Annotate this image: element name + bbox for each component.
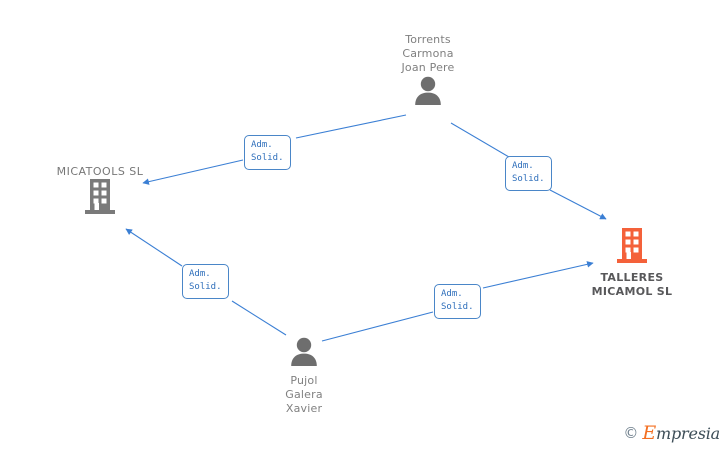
edge-torrents-micatools[interactable] xyxy=(142,114,407,185)
node-company-talleres[interactable]: TALLERES MICAMOL SL xyxy=(577,228,687,299)
edge-pujol-micatools[interactable] xyxy=(125,228,287,336)
node-company-micatools[interactable]: MICATOOLS SL xyxy=(45,165,155,219)
node-label-torrents: Torrents Carmona Joan Pere xyxy=(401,33,455,74)
edge-label-torrents-talleres[interactable]: Adm. Solid. xyxy=(505,156,552,191)
edge-torrents-talleres[interactable] xyxy=(450,122,607,220)
edge-pujol-talleres[interactable] xyxy=(321,261,594,342)
node-person-pujol[interactable]: Pujol Galera Xavier xyxy=(269,336,339,416)
node-label-pujol: Pujol Galera Xavier xyxy=(285,374,323,415)
edge-label-pujol-talleres[interactable]: Adm. Solid. xyxy=(434,284,481,319)
brand-name: Empresia xyxy=(642,422,720,444)
edge-label-pujol-micatools[interactable]: Adm. Solid. xyxy=(182,264,229,299)
building-icon xyxy=(615,228,649,268)
edge-label-torrents-micatools[interactable]: Adm. Solid. xyxy=(244,135,291,170)
brand-rest: mpresia xyxy=(656,424,720,443)
node-label-talleres: TALLERES MICAMOL SL xyxy=(591,271,673,298)
copyright-icon: © xyxy=(623,424,639,442)
brand-initial: E xyxy=(642,422,656,444)
person-icon xyxy=(288,336,320,370)
person-icon xyxy=(412,75,444,109)
node-label-micatools: MICATOOLS SL xyxy=(56,165,144,178)
node-person-torrents[interactable]: Torrents Carmona Joan Pere xyxy=(393,33,463,109)
building-icon xyxy=(83,179,117,219)
empresia-watermark: © Empresia xyxy=(623,422,720,444)
